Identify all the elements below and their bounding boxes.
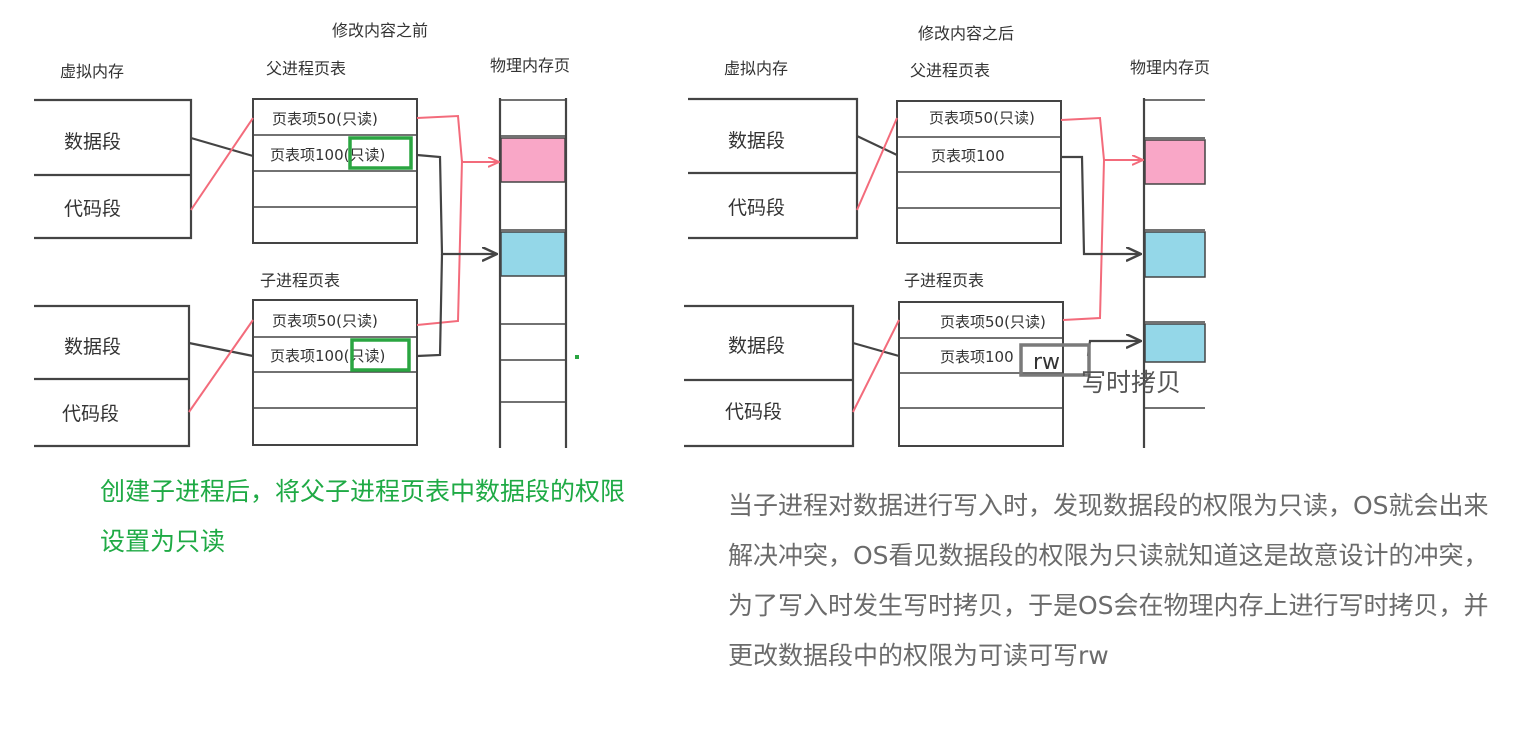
right-physical-label: 物理内存页 (1130, 58, 1210, 77)
left-parent-entry-50: 页表项50(只读) (272, 110, 378, 128)
right-child-table-label: 子进程页表 (904, 271, 984, 290)
left-parent-page-table: 页表项50(只读) 页表项100(只读) (252, 98, 418, 244)
left-child-data-segment: 数据段 (64, 336, 121, 358)
left-child-entry-100: 页表项100(只读) (270, 347, 385, 365)
left-child-readonly-highlight (350, 338, 411, 372)
left-child-entry-50: 页表项50(只读) (272, 312, 378, 330)
right-title: 修改内容之后 (918, 24, 1014, 43)
left-parent-code-segment: 代码段 (64, 198, 121, 220)
right-parent-data-segment: 数据段 (728, 130, 785, 152)
right-pink-page (1144, 139, 1206, 185)
left-parent-data-segment: 数据段 (64, 131, 121, 153)
cow-label: 写时拷贝 (1081, 368, 1181, 397)
right-physical-memory (1142, 98, 1206, 448)
left-panel: 修改内容之前 虚拟内存 父进程页表 物理内存页 子进程页表 数据段 代码段 数据… (34, 21, 579, 448)
rw-tag: rw (1033, 350, 1060, 375)
rw-tag-box (1019, 343, 1091, 377)
right-caption: 当子进程对数据进行写入时，发现数据段的权限为只读，OS就会出来解决冲突，OS看见… (728, 491, 1489, 670)
left-child-page-table: 页表项50(只读) 页表项100(只读) (252, 299, 418, 446)
right-copied-blue-page (1144, 323, 1206, 363)
right-blue-page (1144, 231, 1206, 278)
left-parent-readonly-highlight (348, 136, 413, 170)
left-child-virtual-memory: 数据段 代码段 (34, 304, 191, 448)
left-caption: 创建子进程后，将父子进程页表中数据段的权限设置为只读 (100, 477, 626, 556)
right-parent-code-segment: 代码段 (728, 197, 785, 219)
right-child-virtual-memory: 数据段 代码段 (684, 304, 855, 448)
left-physical-memory (498, 98, 579, 448)
left-parent-entry-100: 页表项100(只读) (270, 146, 385, 164)
left-physical-label: 物理内存页 (490, 56, 570, 75)
left-parent-virtual-memory: 数据段 代码段 (34, 98, 193, 240)
left-parent-table-label: 父进程页表 (266, 59, 346, 78)
right-panel: 修改内容之后 虚拟内存 父进程页表 物理内存页 子进程页表 数据段 代码段 数据… (684, 24, 1210, 448)
right-parent-table-label: 父进程页表 (910, 61, 990, 80)
left-child-table-label: 子进程页表 (260, 271, 340, 290)
right-parent-page-table: 页表项50(只读) 页表项100 (896, 100, 1062, 244)
right-parent-entry-50: 页表项50(只读) (929, 109, 1035, 127)
right-child-entry-50: 页表项50(只读) (940, 313, 1046, 331)
right-child-code-segment: 代码段 (725, 401, 782, 423)
left-blue-page (500, 231, 566, 277)
right-parent-virtual-memory: 数据段 代码段 (688, 97, 859, 240)
right-virtual-label: 虚拟内存 (724, 59, 788, 78)
left-child-code-segment: 代码段 (62, 403, 119, 425)
right-child-entry-100: 页表项100 (940, 348, 1014, 366)
left-title: 修改内容之前 (332, 21, 428, 40)
left-virtual-label: 虚拟内存 (60, 62, 124, 81)
left-pink-page (500, 137, 566, 183)
right-child-data-segment: 数据段 (728, 335, 785, 357)
right-parent-entry-100: 页表项100 (931, 147, 1005, 165)
